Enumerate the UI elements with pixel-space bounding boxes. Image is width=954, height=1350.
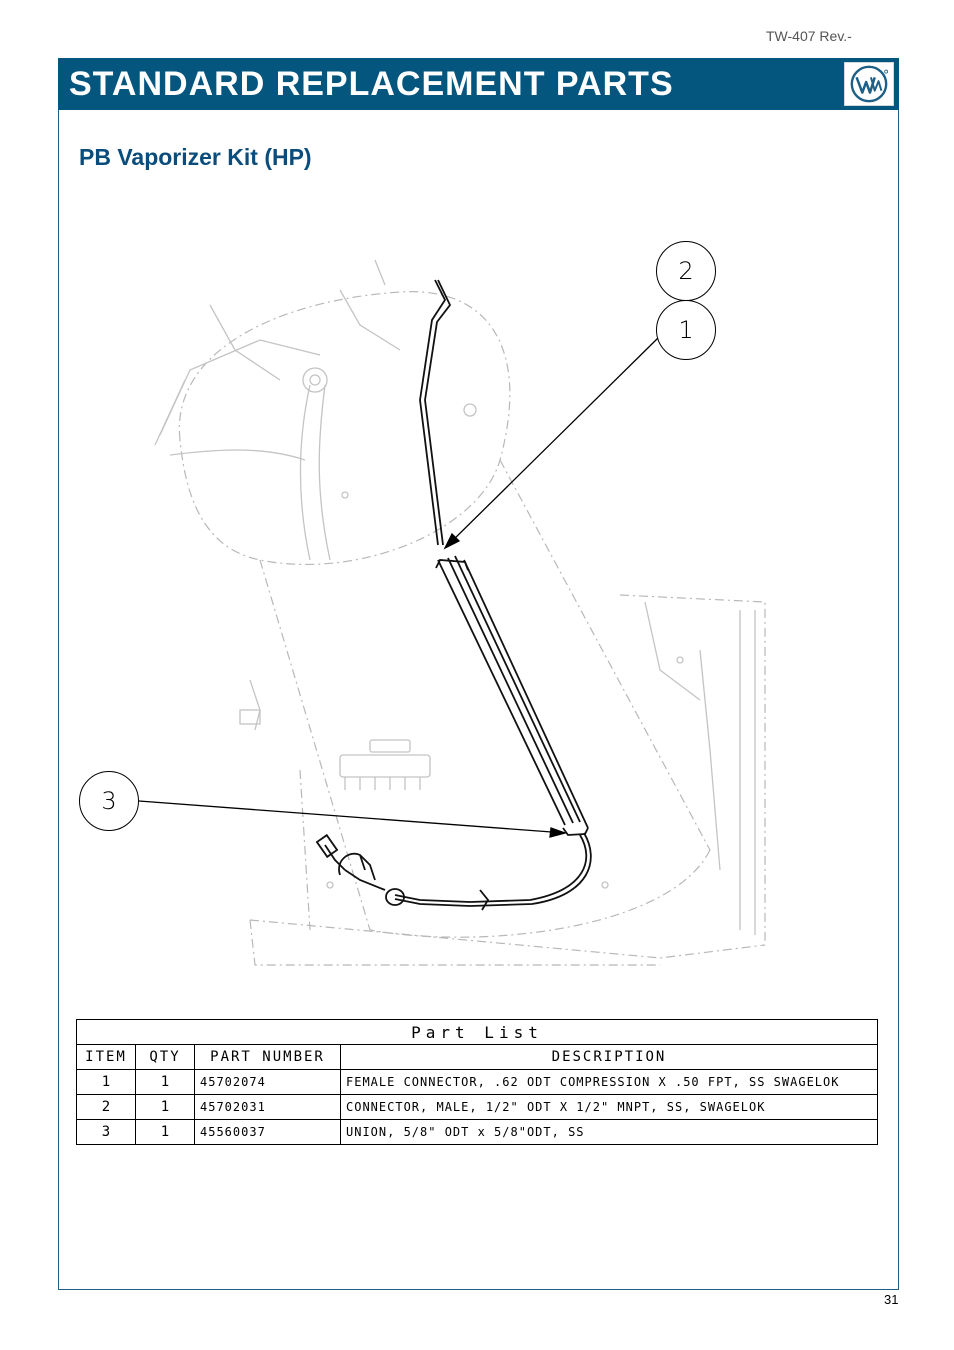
cell-item: 2 bbox=[76, 1094, 136, 1120]
column-header-part-number: PART NUMBER bbox=[194, 1044, 341, 1070]
cell-description: CONNECTOR, MALE, 1/2" ODT X 1/2" MNPT, S… bbox=[340, 1094, 878, 1120]
parts-list-caption: Part List bbox=[76, 1019, 878, 1045]
title-banner: STANDARD REPLACEMENT PARTS bbox=[58, 58, 899, 110]
column-header-description: DESCRIPTION bbox=[340, 1044, 878, 1070]
page-number: 31 bbox=[884, 1292, 899, 1307]
callout-3: 3 bbox=[79, 771, 139, 831]
table-row: 3 1 45560037 UNION, 5/8" ODT x 5/8"ODT, … bbox=[76, 1119, 878, 1145]
column-header-qty: QTY bbox=[135, 1044, 195, 1070]
parts-list-header-row: ITEM QTY PART NUMBER DESCRIPTION bbox=[76, 1044, 878, 1070]
section-title: PB Vaporizer Kit (HP) bbox=[79, 144, 312, 170]
document-id: TW-407 Rev.- bbox=[766, 28, 852, 44]
tw-logo-icon bbox=[844, 62, 894, 106]
cell-qty: 1 bbox=[135, 1069, 195, 1095]
vaporizer-drawing bbox=[60, 230, 898, 990]
parts-list-caption-row: Part List bbox=[76, 1019, 878, 1045]
page-title: STANDARD REPLACEMENT PARTS bbox=[69, 65, 674, 103]
cell-description: FEMALE CONNECTOR, .62 ODT COMPRESSION X … bbox=[340, 1069, 878, 1095]
cell-part-number: 45702074 bbox=[194, 1069, 341, 1095]
table-row: 1 1 45702074 FEMALE CONNECTOR, .62 ODT C… bbox=[76, 1069, 878, 1095]
cell-part-number: 45702031 bbox=[194, 1094, 341, 1120]
callout-1: 1 bbox=[656, 300, 716, 360]
cell-item: 1 bbox=[76, 1069, 136, 1095]
cell-item: 3 bbox=[76, 1119, 136, 1145]
column-header-item: ITEM bbox=[76, 1044, 136, 1070]
table-row: 2 1 45702031 CONNECTOR, MALE, 1/2" ODT X… bbox=[76, 1094, 878, 1120]
parts-list-table: Part List ITEM QTY PART NUMBER DESCRIPTI… bbox=[76, 1019, 878, 1145]
cell-description: UNION, 5/8" ODT x 5/8"ODT, SS bbox=[340, 1119, 878, 1145]
page-frame bbox=[58, 58, 899, 1290]
cell-qty: 1 bbox=[135, 1094, 195, 1120]
cell-part-number: 45560037 bbox=[194, 1119, 341, 1145]
cell-qty: 1 bbox=[135, 1119, 195, 1145]
callout-2: 2 bbox=[656, 241, 716, 301]
